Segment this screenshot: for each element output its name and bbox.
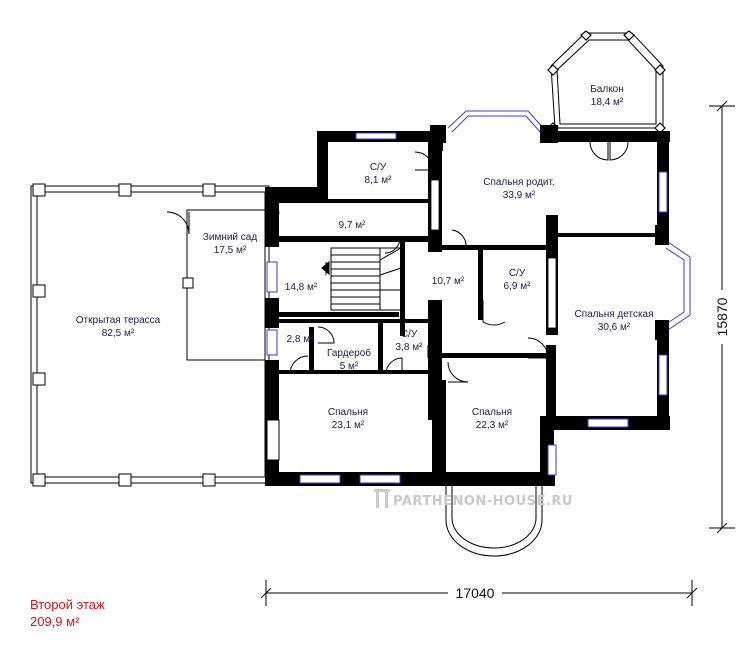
watermark: PARTHENON-HOUSE.RU [374,489,573,509]
bay-window-bottom [445,485,543,557]
closet-small-area: 2,8 м² [287,334,315,345]
bedroom2-name: Спальня [472,407,512,418]
watermark-logo-icon [374,489,390,508]
wardrobe-niche [266,419,280,461]
kids-bedroom-name: Спальня детская [574,309,653,320]
winter-garden-name: Зимний сад [203,232,258,243]
dimension-width-bg [448,584,502,602]
bathroom1-area: 8,1 м² [365,175,393,186]
doors [264,151,549,383]
dimension-width-label: 17040 [456,585,495,601]
staircase [321,247,402,311]
floor-area: 209,9 м² [30,614,80,629]
bathroom1-name: С/У [370,162,387,173]
balcony-area: 18,4 м² [591,97,624,108]
watermark-text: PARTHENON-HOUSE.RU [393,494,573,509]
windows [266,132,668,484]
bathroom3-name: С/У [401,329,418,340]
balcony-columns [547,30,666,134]
wardrobe-area: 5 м² [340,361,359,372]
bedroom2-area: 22,3 м² [476,420,509,431]
hall-top-area: 9,7 м² [339,220,367,231]
terrace-outline [30,185,270,484]
wardrobe-name: Гардероб [327,347,371,359]
room-labels: Балкон 18,4 м² С/У 8,1 м² Спальня родит.… [76,84,654,431]
balcony-doors [589,141,629,161]
stairs-area: 14,8 м² [285,282,318,293]
master-bedroom-area: 33,9 м² [503,190,536,201]
floor-title: Второй этаж [30,597,105,612]
master-bedroom-name: Спальня родит. [483,177,555,188]
balcony-name: Балкон [590,84,624,95]
terrace-area: 82,5 м² [102,328,135,339]
shaft-hatches [430,179,557,329]
terrace-columns [32,183,216,487]
bay-window-right [665,241,691,331]
bedroom1-name: Спальня [328,407,368,418]
bay-window-top [447,110,546,134]
terrace-name: Открытая терасса [76,315,161,326]
winter-garden-area: 17,5 м² [214,245,247,256]
balcony-outline [550,32,664,129]
bedroom1-area: 23,1 м² [332,420,365,431]
walls [265,125,670,486]
corridor-area: 10,7 м² [432,276,465,287]
bathroom2-area: 6,9 м² [504,281,532,292]
dimension-height-bg [713,290,731,344]
kids-bedroom-area: 30,6 м² [598,322,631,333]
floor-caption: Второй этаж 209,9 м² [30,596,105,630]
bathroom3-area: 3,8 м² [396,342,424,353]
dimension-height-label: 15870 [714,297,730,336]
winter-garden-door [166,211,190,235]
bathroom2-name: С/У [509,268,526,279]
